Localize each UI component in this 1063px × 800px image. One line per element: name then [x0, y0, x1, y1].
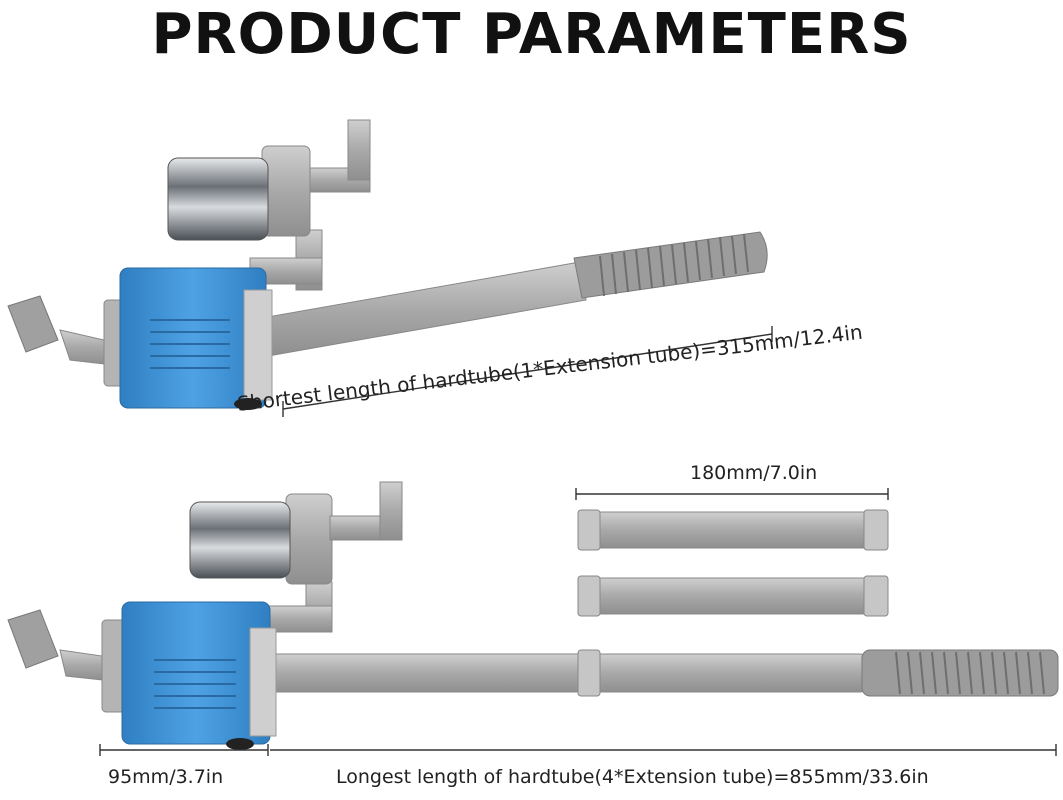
- dimension-line-extension: [575, 488, 889, 500]
- pump-body-length-label: 95mm/3.7in: [108, 766, 224, 788]
- aquarium-pump-icon: [7, 119, 768, 410]
- extension-tube-length-label: 180mm/7.0in: [690, 462, 818, 484]
- gravel-tube-icon: [265, 649, 1059, 697]
- dimension-line-longest: [270, 744, 1057, 756]
- aquarium-pump-icon: [7, 481, 403, 750]
- extension-tube-icon: [577, 575, 889, 617]
- extension-tube-icon: [577, 509, 889, 551]
- dimension-line-pump-body: [99, 744, 269, 756]
- dimension-line-shortest: [282, 326, 773, 417]
- longest-length-label: Longest length of hardtube(4*Extension t…: [336, 766, 929, 788]
- page-title: PRODUCT PARAMETERS: [151, 2, 912, 67]
